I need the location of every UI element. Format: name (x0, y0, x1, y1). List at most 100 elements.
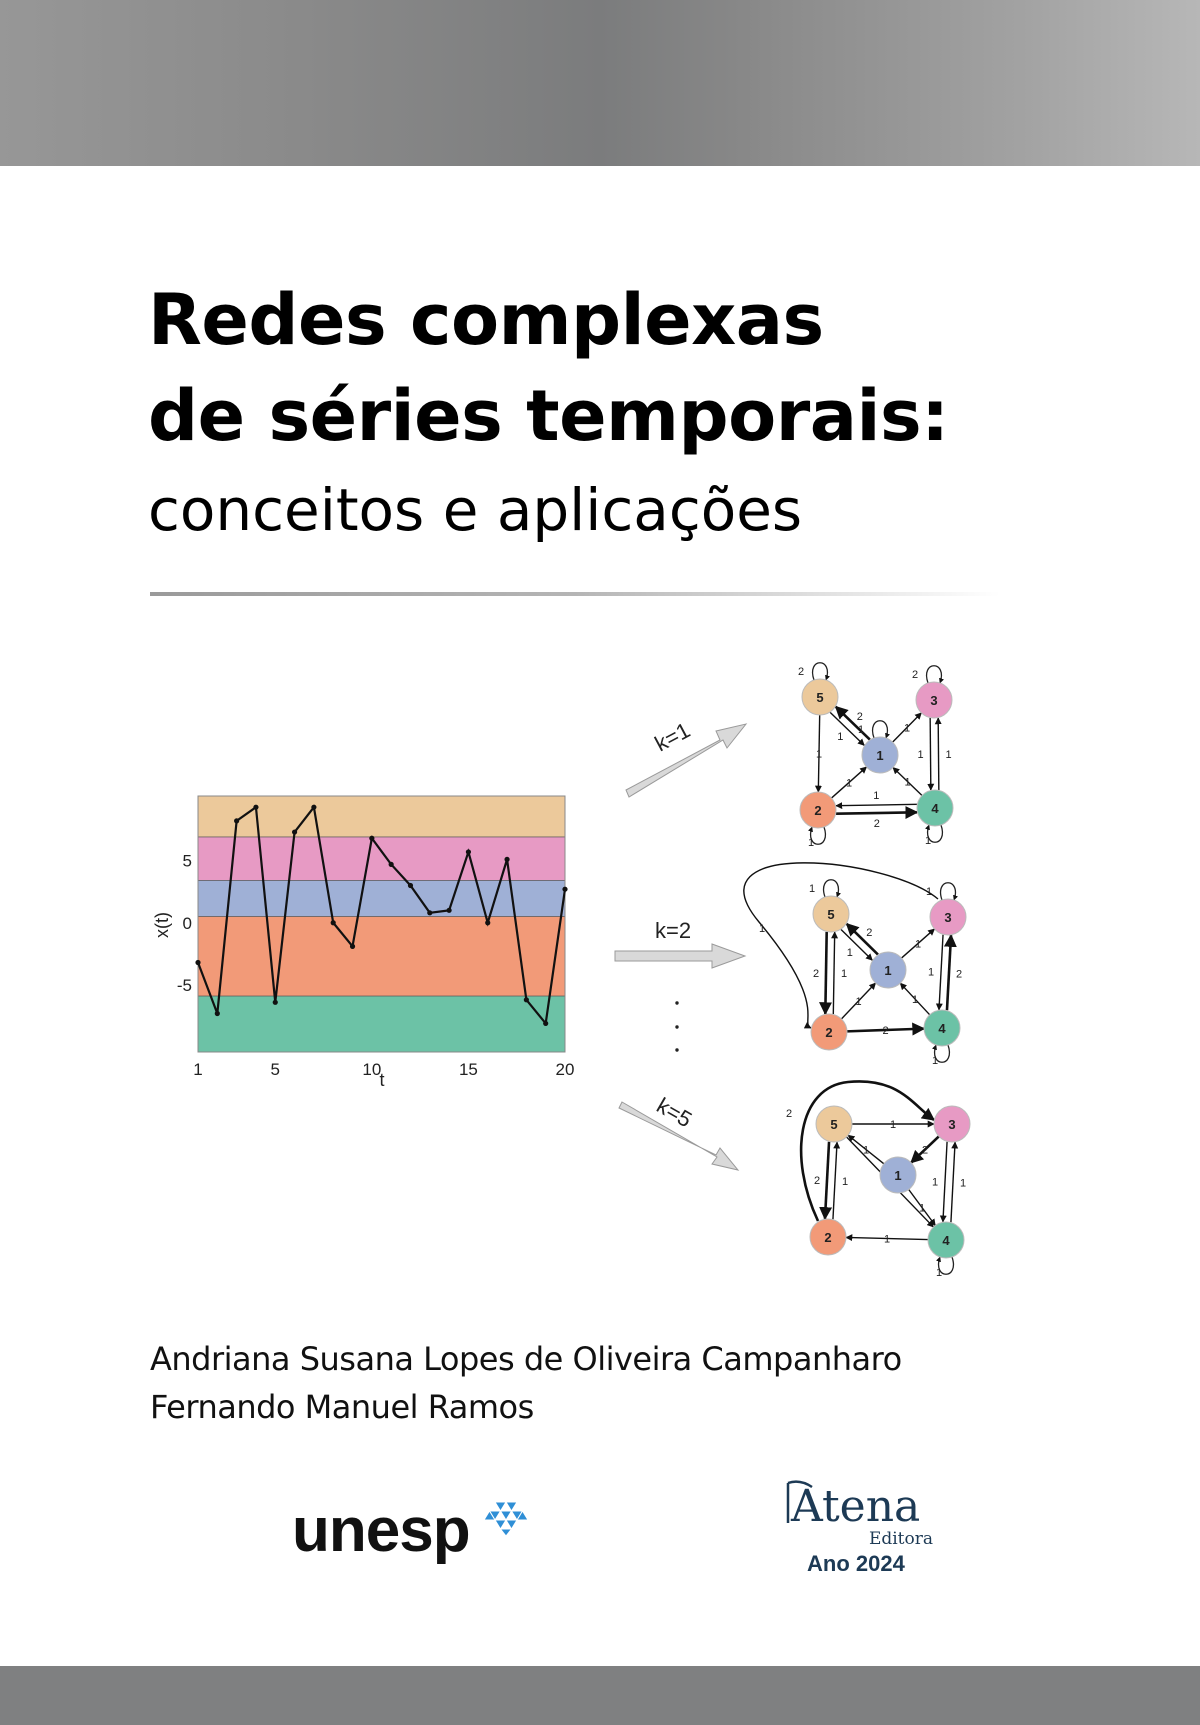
edge-weight: 1 (841, 968, 847, 980)
title-line-2: de séries temporais: (148, 375, 949, 457)
network-node-2 (810, 1013, 848, 1051)
edge-weight: 1 (847, 947, 853, 959)
node-label: 5 (827, 907, 834, 922)
edge-weight: 1 (816, 749, 822, 761)
network-edge (840, 982, 877, 1020)
data-point (311, 804, 317, 810)
node-label: 1 (894, 1168, 901, 1183)
edge-weight: 1 (915, 939, 921, 951)
network-node-1 (879, 1156, 917, 1194)
edge-weight: 1 (808, 837, 814, 849)
data-point (543, 1020, 549, 1027)
data-point (214, 1010, 220, 1017)
network-edge (939, 1141, 948, 1223)
edge-weight: 2 (883, 1025, 889, 1037)
network-edge (899, 982, 931, 1016)
edge-weight: 1 (858, 724, 864, 736)
network-edge (943, 933, 957, 1011)
band-node-5 (197, 795, 566, 838)
network-edge (847, 1134, 885, 1165)
book-icon (786, 1480, 813, 1523)
x-tick: 5 (271, 1060, 280, 1079)
node-label: 2 (825, 1025, 832, 1040)
network-edge (934, 717, 942, 790)
edge-weight: 2 (922, 1145, 928, 1157)
network-edge (799, 1080, 936, 1222)
edge-weight: 1 (925, 835, 931, 847)
edge-weight: 1 (837, 731, 843, 743)
ellipsis-dots (675, 1001, 679, 1052)
node-label: 2 (824, 1230, 831, 1245)
edge-weight: 1 (936, 1267, 942, 1279)
edge-weight: 1 (928, 967, 934, 979)
arrow-label-k1: k=1 (651, 717, 695, 756)
x-tick: 20 (556, 1060, 575, 1079)
data-point (234, 818, 240, 824)
node-label: 4 (931, 801, 939, 816)
arrow-k5: k=5 (618, 1093, 740, 1171)
node-label: 1 (884, 963, 891, 978)
node-label: 3 (944, 910, 951, 925)
edge-weight: 1 (919, 1203, 925, 1215)
edge-weight: 2 (786, 1108, 792, 1120)
network-edge (814, 714, 822, 793)
edge-weight: 2 (814, 1175, 820, 1187)
self-loop-edge (925, 824, 944, 843)
edge-weight: 1 (945, 749, 951, 761)
network-node-3 (933, 1105, 971, 1143)
x-tick: 10 (362, 1060, 381, 1079)
network-edge (831, 931, 839, 1015)
network-edge (845, 1234, 929, 1242)
network-node-4 (927, 1221, 965, 1259)
data-point (253, 804, 259, 810)
network-edge (910, 1135, 940, 1164)
self-loop-edge (871, 720, 890, 739)
y-tick: 0 (183, 914, 192, 933)
arrow-label-k2: k=2 (655, 918, 691, 943)
data-point (291, 829, 298, 835)
self-loop-edge (822, 879, 841, 898)
unesp-wordmark: unesp (292, 1496, 471, 1565)
y-tick: -5 (177, 976, 192, 995)
edge-weight: 1 (846, 778, 852, 790)
band-node-2 (197, 916, 566, 997)
network-node-3 (915, 681, 953, 719)
data-point (272, 999, 278, 1005)
self-loop-edge (939, 882, 958, 901)
edge-weight: 1 (890, 1119, 896, 1131)
publisher-sub: Editora (868, 1529, 933, 1549)
network-node-4 (916, 789, 954, 827)
network-edge (835, 802, 917, 810)
y-axis-label: x(t) (152, 912, 172, 938)
node-label: 5 (816, 690, 823, 705)
data-point (465, 849, 472, 855)
publisher-name: Atena (791, 1481, 921, 1532)
network-edge (845, 922, 879, 956)
edge-weight: 1 (904, 723, 910, 735)
chart-bands (197, 795, 566, 1053)
network-node-2 (809, 1218, 847, 1256)
node-label: 1 (876, 748, 883, 763)
network-node-5 (815, 1105, 853, 1143)
data-point (446, 907, 452, 913)
self-loop-edge (925, 665, 944, 684)
edge-weight: 1 (809, 883, 815, 895)
node-label: 2 (814, 803, 821, 818)
network-node-1 (869, 951, 907, 989)
network-edge (901, 928, 936, 959)
edge-weight: 1 (960, 1178, 966, 1190)
node-label: 3 (930, 693, 937, 708)
data-point (427, 910, 433, 916)
network-node-2 (799, 791, 837, 829)
y-tick: 5 (183, 852, 192, 871)
edge-weight: 1 (918, 749, 924, 761)
edge-weight: 2 (874, 818, 880, 830)
bottom-band (0, 1666, 1200, 1725)
authors: Andriana Susana Lopes de Oliveira Campan… (150, 1335, 902, 1431)
edge-weight: 2 (857, 711, 863, 723)
data-point (388, 861, 394, 867)
network-node-3 (929, 898, 967, 936)
